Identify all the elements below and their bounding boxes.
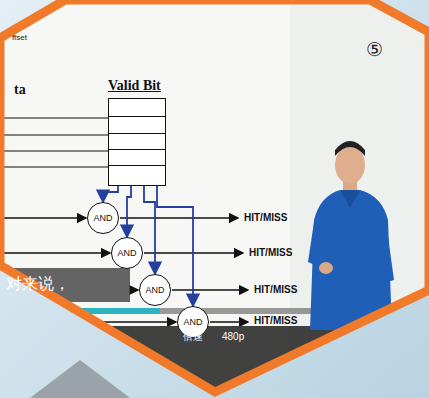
column-header: Valid Bit [108, 78, 166, 94]
bit-table [108, 98, 166, 186]
gate-label: AND [145, 285, 164, 295]
callout-number: ⑤ [366, 40, 383, 61]
next-frame [30, 360, 130, 398]
signal-connector [127, 186, 131, 237]
player-control: 480p [222, 331, 244, 342]
subtitle: 对来说， [6, 275, 70, 293]
signal-connector [144, 186, 155, 274]
output-label: HIT/MISS [244, 212, 287, 223]
output-label: HIT/MISS [249, 247, 292, 258]
output-label: HIT/MISS [254, 315, 297, 326]
player-control: 倍速 [183, 331, 203, 342]
table-row-line [109, 149, 165, 150]
table-row-line [109, 133, 165, 134]
table-row-line [109, 116, 165, 117]
and-gate: AND [139, 274, 171, 306]
and-gate: AND [111, 237, 143, 269]
column-header: ffset [12, 34, 27, 43]
gate-label: AND [117, 248, 136, 258]
gate-label: AND [93, 213, 112, 223]
output-label: HIT/MISS [254, 284, 297, 295]
valid-bit-column: Valid Bit [108, 78, 166, 186]
table-row-line [109, 165, 165, 166]
and-gate: AND [87, 202, 119, 234]
column-header: ta [14, 82, 26, 97]
gate-label: AND [183, 317, 202, 327]
lecturer [308, 141, 394, 330]
signal-connector [103, 186, 118, 202]
